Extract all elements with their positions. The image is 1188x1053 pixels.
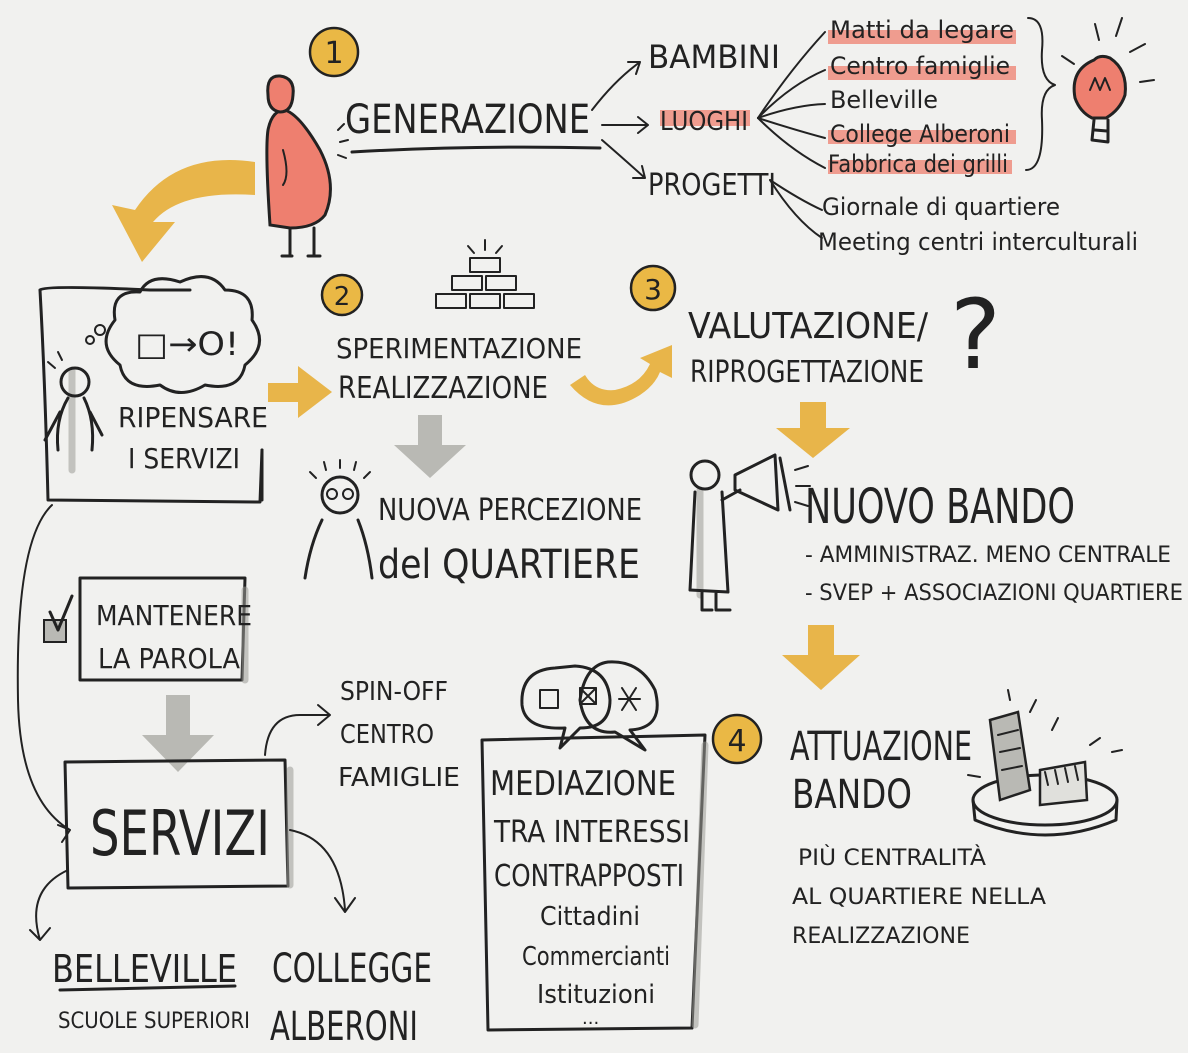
arrow-to-belleville bbox=[29, 869, 69, 941]
thought-cloud: □→O! bbox=[85, 275, 261, 394]
bando-bullet-amministrazione: - AMMINISTRAZ. MENO CENTRALE bbox=[805, 543, 1171, 568]
step-2-badge: 2 bbox=[320, 273, 364, 317]
progetti-fan-lines bbox=[769, 179, 823, 239]
bando-bullet-svep: - SVEP + ASSOCIAZIONI QUARTIERE bbox=[805, 581, 1183, 606]
city-district-icon bbox=[967, 689, 1123, 837]
mantenere-label: MANTENERE bbox=[96, 599, 252, 632]
bricks-icon bbox=[435, 239, 535, 309]
step-1-number: 1 bbox=[324, 36, 343, 71]
belleville-label: BELLEVILLE bbox=[52, 947, 237, 991]
step-4-badge: 4 bbox=[711, 713, 763, 765]
luoghi-list: Matti da legare Centro famiglie Bellevil… bbox=[828, 16, 1014, 178]
step-3-badge: 3 bbox=[629, 264, 677, 312]
question-mark-icon: ? bbox=[950, 279, 1001, 391]
scuole-superiori-label: SCUOLE SUPERIORI bbox=[58, 1009, 250, 1034]
loop-arrow-to-servizi bbox=[16, 504, 71, 843]
highlight-fabbrica bbox=[828, 160, 1012, 174]
contrapposti-label: CONTRAPPOSTI bbox=[494, 859, 684, 894]
step-3-number: 3 bbox=[644, 273, 662, 306]
thinking-person-icon bbox=[43, 351, 104, 474]
list-brace bbox=[1025, 17, 1056, 171]
arrow-to-attuazione bbox=[782, 625, 860, 690]
branch-bambini: BAMBINI bbox=[648, 38, 780, 76]
attuazione-desc-line-3: REALIZZAZIONE bbox=[792, 924, 970, 949]
observer-person-icon bbox=[303, 459, 374, 580]
nuovo-bando-title: NUOVO BANDO bbox=[805, 479, 1075, 535]
generazione-title: GENERAZIONE bbox=[345, 97, 590, 143]
tra-interessi-label: TRA INTERESSI bbox=[493, 815, 690, 850]
luoghi-highlight bbox=[660, 110, 750, 126]
spinoff-line-1: SPIN-OFF bbox=[340, 677, 448, 707]
megaphone-person-icon bbox=[688, 453, 811, 612]
alberoni-label: ALBERONI bbox=[270, 1004, 418, 1050]
arrow-to-sperimentazione bbox=[268, 366, 332, 418]
servizi-box bbox=[63, 758, 294, 890]
attuazione-label: ATTUAZIONE bbox=[790, 724, 972, 770]
progetto-meeting: Meeting centri interculturali bbox=[818, 228, 1138, 256]
valutazione-label: VALUTAZIONE/ bbox=[688, 306, 929, 347]
generazione-arrows bbox=[591, 61, 649, 179]
mantenere-box bbox=[78, 576, 249, 684]
nuova-percezione-label: NUOVA PERCEZIONE bbox=[378, 493, 642, 528]
stakeholder-commercianti: Commercianti bbox=[522, 942, 670, 972]
stakeholder-cittadini: Cittadini bbox=[540, 902, 640, 932]
luogo-centro-famiglie: Centro famiglie bbox=[830, 52, 1010, 80]
grey-arrow-to-servizi bbox=[142, 695, 214, 772]
highlight-college bbox=[828, 130, 1016, 144]
mediazione-label: MEDIAZIONE bbox=[490, 764, 676, 804]
bando-label: BANDO bbox=[792, 772, 912, 818]
step-1-badge: 1 bbox=[308, 26, 360, 78]
generazione-underline bbox=[350, 145, 602, 154]
branch-luoghi: LUOGHI bbox=[660, 107, 748, 137]
servizi-title: SERVIZI bbox=[90, 797, 270, 870]
luogo-belleville: Belleville bbox=[830, 86, 938, 114]
college-label: COLLEGGE bbox=[272, 946, 432, 992]
luoghi-fan-lines bbox=[757, 31, 826, 169]
step-2-number: 2 bbox=[334, 282, 351, 312]
curved-arrow-to-ripensare bbox=[112, 160, 255, 262]
pregnant-woman-icon bbox=[265, 74, 349, 258]
servizi-label: I SERVIZI bbox=[128, 442, 240, 475]
highlight-matti bbox=[828, 30, 1016, 44]
del-quartiere-label: del QUARTIERE bbox=[378, 542, 640, 588]
la-parola-label: LA PAROLA bbox=[98, 642, 240, 675]
luogo-college: College Alberoni bbox=[830, 120, 1010, 148]
grey-arrow-to-percezione bbox=[394, 415, 466, 478]
luogo-fabbrica: Fabbrica dei grilli bbox=[828, 150, 1008, 178]
attuazione-desc-line-1: PIÙ CENTRALITÀ bbox=[798, 845, 986, 871]
riprogettazione-label: RIPROGETTAZIONE bbox=[690, 355, 924, 390]
checkbox-icon bbox=[43, 594, 74, 643]
sperimentazione-label: SPERIMENTAZIONE bbox=[336, 332, 582, 365]
realizzazione-label: REALIZZAZIONE bbox=[338, 371, 548, 406]
highlight-centro bbox=[828, 66, 1016, 80]
stakeholder-ellipsis: ... bbox=[582, 1008, 599, 1029]
ripensare-frame bbox=[38, 286, 264, 504]
progetto-giornale: Giornale di quartiere bbox=[822, 193, 1060, 221]
attuazione-desc-line-2: AL QUARTIERE NELLA bbox=[792, 885, 1046, 910]
mediazione-card bbox=[480, 733, 709, 1032]
branch-progetti: PROGETTI bbox=[648, 168, 776, 203]
spinoff-label: SPIN-OFF CENTRO FAMIGLIE bbox=[338, 677, 460, 793]
luogo-matti: Matti da legare bbox=[830, 16, 1014, 44]
arrow-to-college bbox=[289, 829, 356, 913]
stakeholder-istituzioni: Istituzioni bbox=[537, 980, 655, 1010]
spinoff-line-2: CENTRO bbox=[340, 720, 434, 750]
ripensare-label: RIPENSARE bbox=[118, 401, 268, 434]
spinoff-line-3: FAMIGLIE bbox=[338, 763, 460, 793]
curved-arrow-to-valutazione bbox=[570, 345, 672, 406]
arrow-to-nuovo-bando bbox=[776, 402, 850, 458]
belleville-underline bbox=[58, 984, 237, 992]
thought-bubble-symbols: □→O! bbox=[135, 325, 239, 363]
lightbulb-icon bbox=[1061, 17, 1155, 144]
step-4-number: 4 bbox=[727, 724, 746, 759]
arrow-to-spinoff bbox=[264, 704, 331, 756]
